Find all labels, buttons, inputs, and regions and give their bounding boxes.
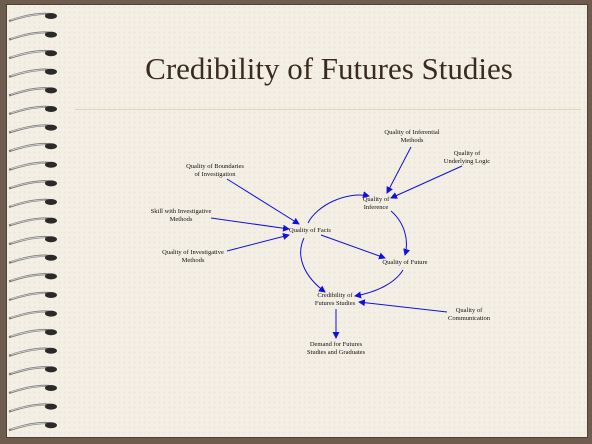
arrow-quality-of-inference-to-quality-of-future — [390, 210, 411, 256]
spiral-binding — [8, 12, 57, 432]
arrow-quality-of-underlying-logic-to-quality-of-inference — [390, 165, 463, 199]
title-divider — [75, 109, 581, 110]
arrow-quality-of-future-to-credibility-of-futures-studies — [354, 269, 404, 299]
node-demand-for-futures-studies: Demand for Futures Studies and Graduates — [306, 341, 366, 356]
binding-ring — [8, 273, 57, 283]
binding-ring — [8, 254, 57, 264]
arrow-quality-of-inferential-methods-to-quality-of-inference — [386, 146, 412, 194]
binding-ring — [8, 87, 57, 97]
slide-title: Credibility of Futures Studies — [145, 51, 513, 86]
node-quality-of-investigative-methods: Quality of Investigative Methods — [162, 249, 224, 264]
binding-ring — [8, 68, 57, 78]
binding-ring — [8, 105, 57, 116]
node-quality-of-future: Quality of Future — [382, 259, 428, 266]
binding-ring — [8, 31, 57, 41]
node-quality-of-underlying-logic: Quality of Underlying Logic — [443, 150, 491, 165]
binding-ring — [8, 180, 57, 190]
binding-ring — [8, 384, 57, 395]
binding-ring — [8, 403, 57, 413]
node-credibility-of-futures-studies: Credibility of Futures Studies — [314, 292, 356, 307]
binding-ring — [8, 124, 57, 134]
arrow-quality-of-communication-to-credibility-of-futures-studies — [358, 299, 448, 313]
binding-ring — [8, 235, 57, 246]
arrow-quality-of-investigative-methods-to-quality-of-facts — [226, 233, 290, 252]
node-skill-with-investigative-methods: Skill with Investigative Methods — [150, 208, 212, 223]
arrow-quality-of-facts-to-quality-of-future — [320, 234, 386, 260]
binding-ring — [8, 310, 57, 320]
binding-ring — [8, 421, 57, 432]
node-quality-of-facts: Quality of Facts — [289, 227, 331, 234]
binding-ring — [8, 198, 57, 209]
node-quality-of-inferential-methods: Quality of Inferential Methods — [384, 129, 440, 144]
arrow-quality-of-facts-to-quality-of-inference — [307, 191, 370, 224]
arrow-skill-with-investigative-methods-to-quality-of-facts — [210, 217, 290, 232]
node-quality-of-boundaries: Quality of Boundaries of Investigation — [186, 163, 244, 178]
causal-loop-diagram — [210, 146, 463, 339]
binding-ring — [8, 366, 57, 376]
node-quality-of-communication: Quality of Communication — [448, 307, 490, 322]
binding-ring — [8, 217, 57, 227]
binding-ring — [8, 49, 57, 60]
binding-ring — [8, 347, 57, 357]
binding-ring — [8, 291, 57, 302]
arrow-quality-of-facts-to-credibility-of-futures-studies — [300, 237, 326, 293]
arrow-quality-of-boundaries-to-quality-of-facts — [226, 178, 300, 225]
binding-ring — [8, 328, 57, 339]
binding-ring — [8, 12, 57, 23]
slide-page: Credibility of Futures Studies Quality o… — [6, 4, 588, 438]
binding-ring — [8, 142, 57, 153]
node-quality-of-inference: Quality of Inference — [362, 196, 390, 211]
binding-ring — [8, 161, 57, 171]
